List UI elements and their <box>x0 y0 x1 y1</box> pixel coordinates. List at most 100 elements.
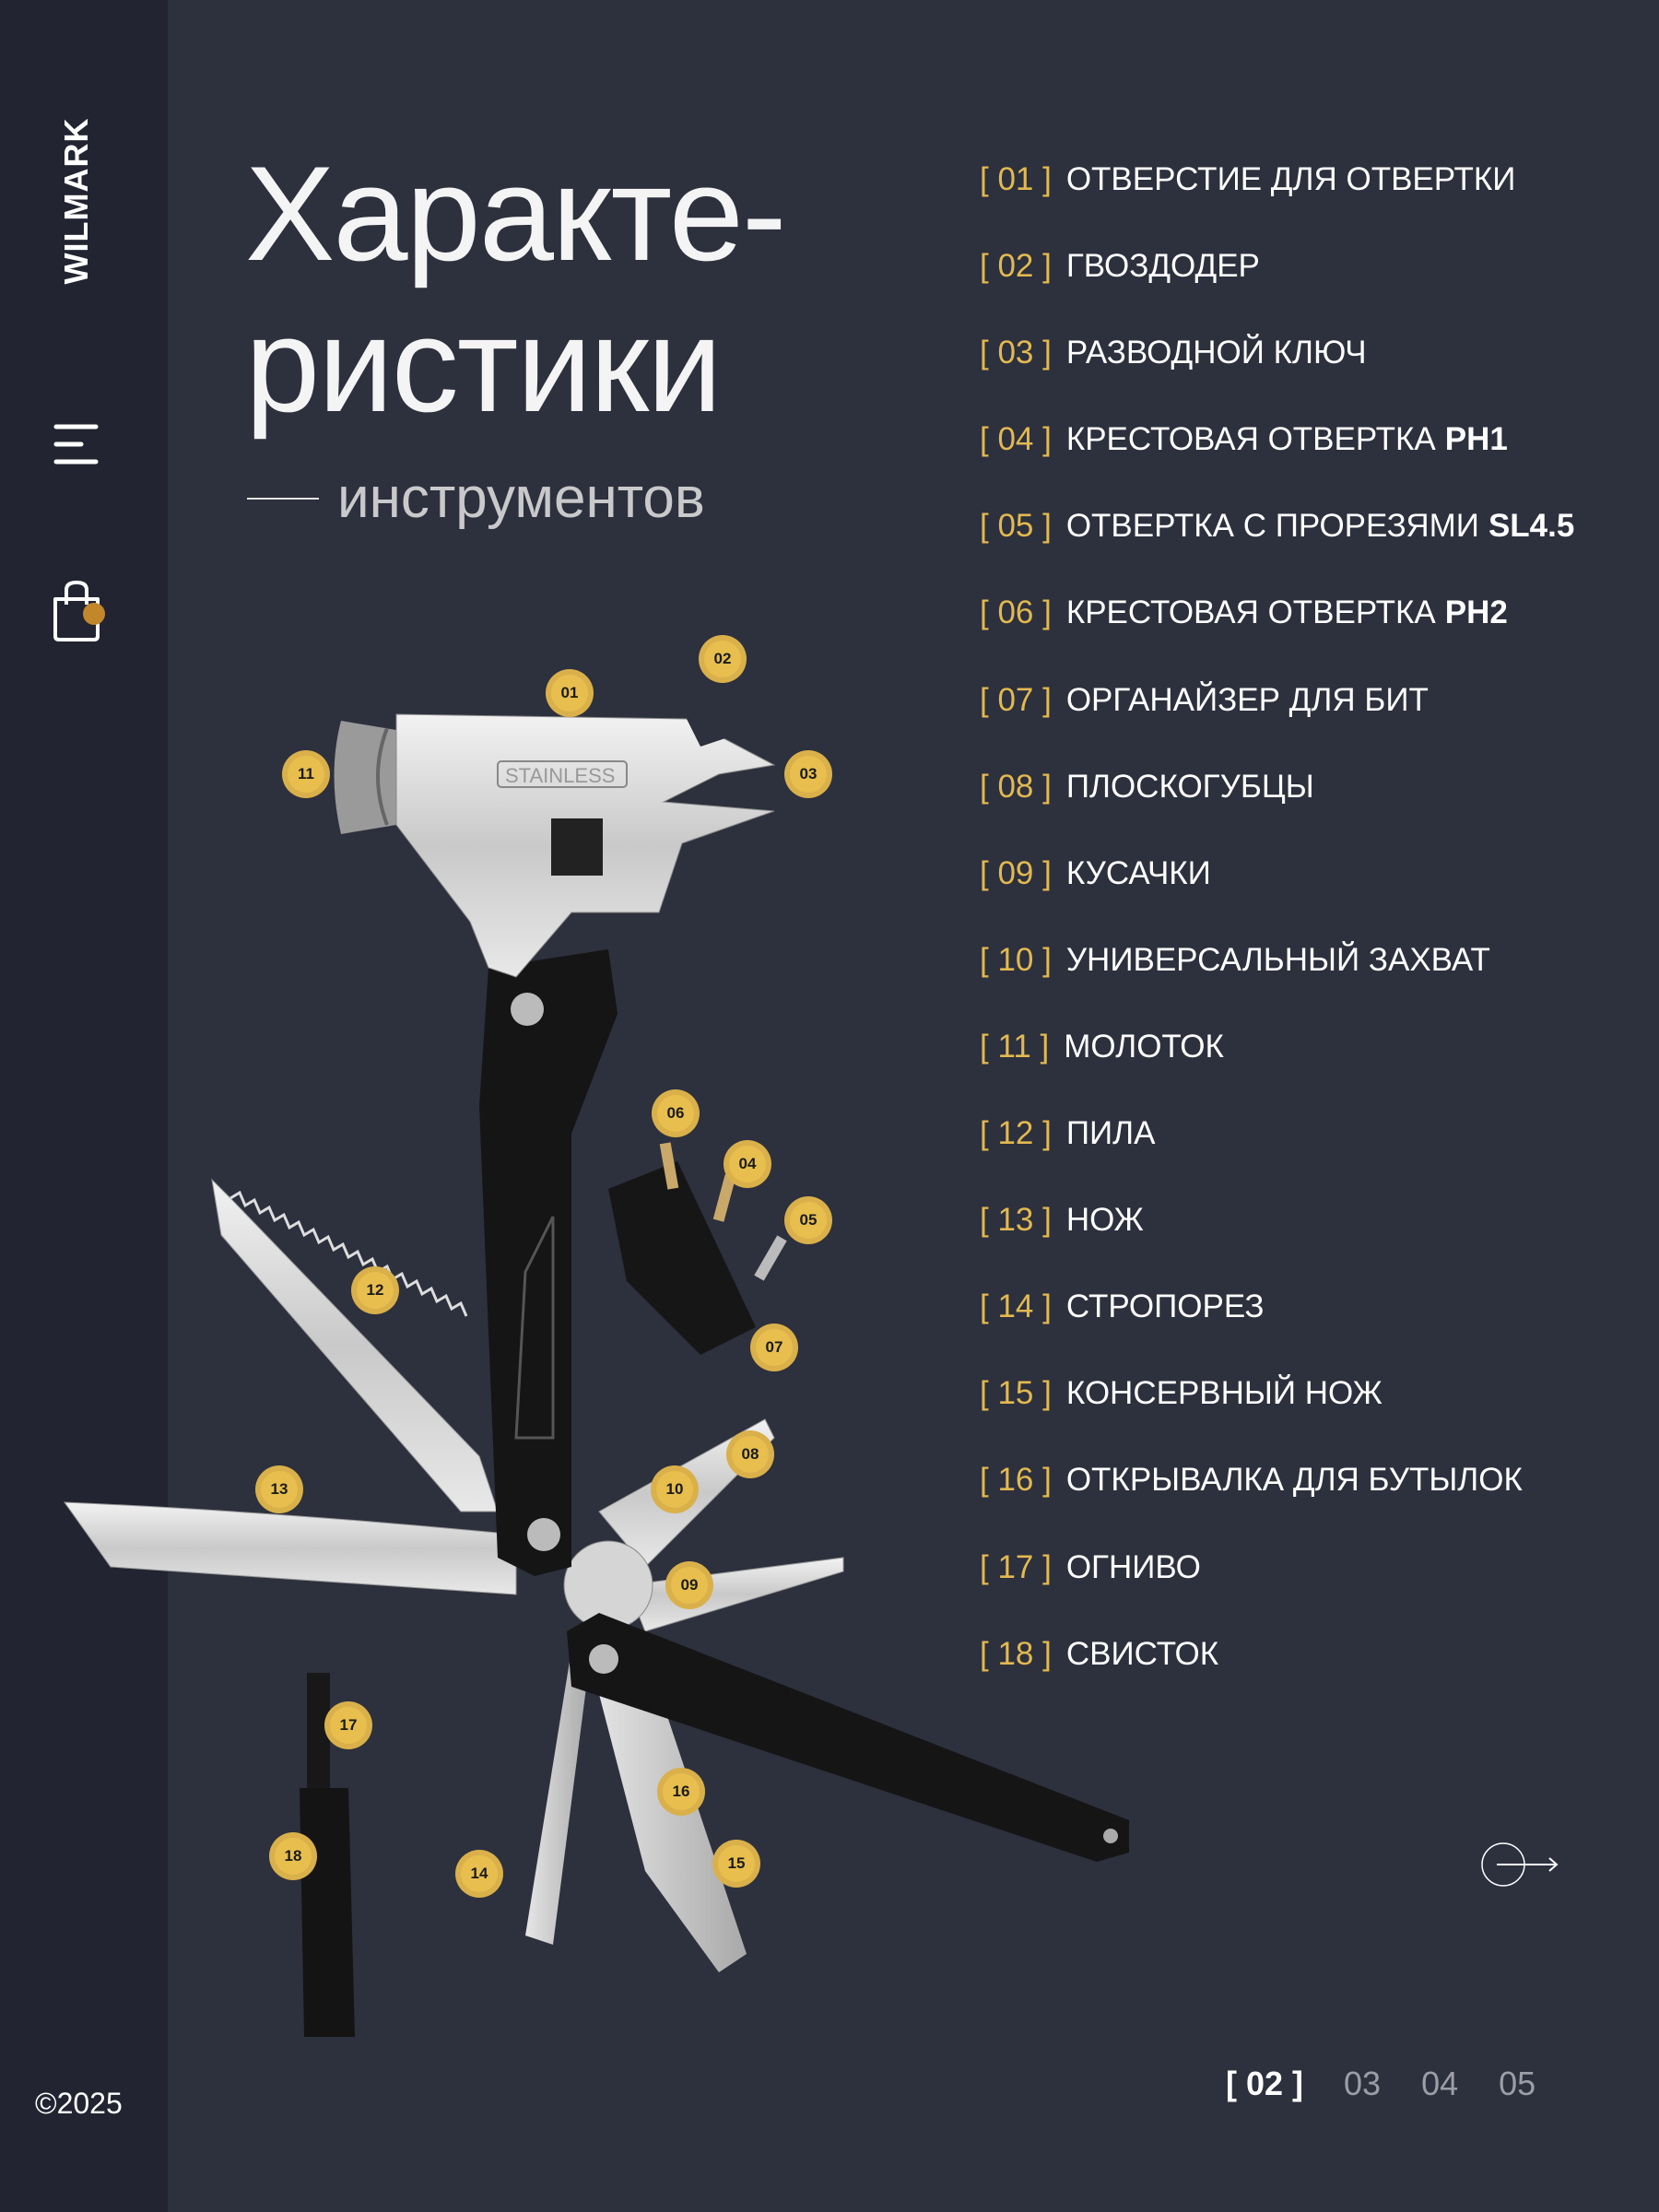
feature-item: [ 10 ] УНИВЕРСАЛЬНЫЙ ЗАХВАТ <box>980 942 1574 1029</box>
feature-label: ПЛОСКОГУБЦЫ <box>1065 768 1314 805</box>
page-05[interactable]: 05 <box>1499 2065 1536 2102</box>
marker-badge[interactable]: 07 <box>756 1329 793 1366</box>
feature-number: [ 07 ] <box>980 681 1052 718</box>
marker-badge[interactable]: 16 <box>663 1773 700 1810</box>
feature-item: [ 12 ] ПИЛА <box>980 1115 1574 1202</box>
strap-cutter <box>525 1650 590 1945</box>
marker-badge[interactable]: 18 <box>275 1838 312 1875</box>
feature-number: [ 13 ] <box>980 1202 1052 1239</box>
feature-number: [ 11 ] <box>980 1028 1050 1065</box>
hammer-face <box>334 721 396 834</box>
feature-label: УНИВЕРСАЛЬНЫЙ ЗАХВАТ <box>1065 941 1490 978</box>
feature-item: [ 15 ]КОНСЕРВНЫЙ НОЖ <box>980 1375 1574 1462</box>
marker-badge[interactable]: 04 <box>729 1146 766 1182</box>
feature-item: [ 17 ] ОГНИВО <box>980 1549 1574 1636</box>
title-line-2: ристики <box>245 289 723 440</box>
pagination: [ 02 ] 03 04 05 <box>1226 2065 1576 2103</box>
title-line-1: Характе- <box>245 138 787 288</box>
fire-starter <box>307 1673 330 1793</box>
feature-spec: PH2 <box>1444 594 1508 631</box>
page-02[interactable]: [ 02 ] <box>1226 2065 1304 2102</box>
feature-number: [ 01 ] <box>980 161 1052 197</box>
marker-badge[interactable]: 01 <box>551 675 588 712</box>
marker-badge[interactable]: 10 <box>656 1471 693 1508</box>
page-subtitle: инструментов <box>247 465 705 531</box>
feature-item: [ 01 ] ОТВЕРСТИЕ ДЛЯ ОТВЕРТКИ <box>980 161 1574 248</box>
feature-item: [ 03 ] РАЗВОДНОЙ КЛЮЧ <box>980 335 1574 421</box>
feature-number: [ 03 ] <box>980 335 1052 371</box>
page-04[interactable]: 04 <box>1421 2065 1459 2102</box>
copyright: ©2025 <box>35 2087 123 2120</box>
feature-number: [ 14 ] <box>980 1288 1052 1325</box>
feature-label: ОТВЕРСТИЕ ДЛЯ ОТВЕРТКИ <box>1065 161 1516 197</box>
feature-number: [ 16 ] <box>980 1462 1052 1499</box>
feature-label: ПИЛА <box>1065 1115 1156 1152</box>
marker-badge[interactable]: 09 <box>671 1567 708 1604</box>
feature-number: [ 18 ] <box>980 1635 1052 1672</box>
feature-label: ГВОЗДОДЕР <box>1065 248 1260 285</box>
feature-item: [ 18 ] СВИСТОК <box>980 1636 1574 1723</box>
marker-badge[interactable]: 05 <box>790 1202 827 1239</box>
marker-badge[interactable]: 13 <box>261 1471 298 1508</box>
marker-badge[interactable]: 12 <box>357 1272 394 1309</box>
feature-number: [ 08 ] <box>980 768 1052 805</box>
feature-label: МОЛОТОК <box>1064 1028 1224 1065</box>
feature-number: [ 04 ] <box>980 421 1052 458</box>
feature-number: [ 05 ] <box>980 508 1052 545</box>
feature-spec: SL4.5 <box>1488 508 1575 545</box>
feature-number: [ 10 ] <box>980 941 1052 978</box>
subtitle-dash <box>247 497 319 500</box>
feature-number: [ 15 ] <box>980 1375 1052 1412</box>
whistle <box>300 1788 355 2037</box>
next-arrow-button[interactable] <box>1481 1841 1559 1888</box>
page-03[interactable]: 03 <box>1344 2065 1382 2102</box>
feature-item: [ 02 ]ГВОЗДОДЕР <box>980 248 1574 335</box>
marker-badge[interactable]: 08 <box>732 1436 769 1473</box>
knife-blade <box>63 1501 517 1595</box>
bit-organizer <box>608 1161 756 1355</box>
can-opener <box>590 1650 747 1972</box>
feature-item: [ 11 ] МОЛОТОК <box>980 1029 1574 1115</box>
cart-icon[interactable] <box>50 579 109 643</box>
marker-badge[interactable]: 17 <box>330 1707 367 1744</box>
sidebar: WILMARK ©2025 <box>0 0 168 2212</box>
marker-badge[interactable]: 11 <box>288 756 324 793</box>
marker-badge[interactable]: 02 <box>704 641 741 677</box>
feature-label: СВИСТОК <box>1065 1635 1219 1672</box>
feature-label: КРЕСТОВАЯ ОТВЕРТКА <box>1065 594 1436 631</box>
feature-number: [ 12 ] <box>980 1115 1052 1152</box>
feature-label: КРЕСТОВАЯ ОТВЕРТКА <box>1065 421 1436 458</box>
feature-label: ОГНИВО <box>1065 1548 1201 1585</box>
feature-item: [ 07 ] ОРГАНАЙЗЕР ДЛЯ БИТ <box>980 682 1574 769</box>
feature-item: [ 16 ] ОТКРЫВАЛКА ДЛЯ БУТЫЛОК <box>980 1462 1574 1548</box>
lower-handle <box>567 1613 1129 1862</box>
marker-badge[interactable]: 06 <box>657 1095 694 1132</box>
upper-handle <box>479 949 618 1576</box>
stainless-engraving: STAINLESS <box>505 764 615 787</box>
feature-label: РАЗВОДНОЙ КЛЮЧ <box>1065 335 1367 371</box>
page-title: Характе-ристики <box>245 138 787 441</box>
feature-label: ОРГАНАЙЗЕР ДЛЯ БИТ <box>1065 681 1429 718</box>
feature-label: ОТВЕРТКА С ПРОРЕЗЯМИ <box>1065 508 1479 545</box>
saw-blade <box>211 1178 499 1512</box>
feature-item: [ 09 ] КУСАЧКИ <box>980 855 1574 942</box>
feature-number: [ 06 ] <box>980 594 1052 631</box>
feature-item: [ 08 ] ПЛОСКОГУБЦЫ <box>980 769 1574 855</box>
feature-number: [ 17 ] <box>980 1548 1052 1585</box>
feature-number: [ 09 ] <box>980 854 1052 891</box>
menu-icon[interactable] <box>53 422 100 466</box>
marker-badge[interactable]: 03 <box>790 756 827 793</box>
marker-badge[interactable]: 15 <box>718 1845 755 1882</box>
marker-badge[interactable]: 14 <box>461 1855 498 1892</box>
pliers-jaw-lower <box>626 1557 844 1632</box>
feature-item: [ 14 ]СТРОПОРЕЗ <box>980 1288 1574 1375</box>
feature-label: КУСАЧКИ <box>1065 854 1211 891</box>
feature-label: ОТКРЫВАЛКА ДЛЯ БУТЫЛОК <box>1065 1462 1523 1499</box>
feature-label: НОЖ <box>1065 1202 1144 1239</box>
feature-list: [ 01 ] ОТВЕРСТИЕ ДЛЯ ОТВЕРТКИ [ 02 ]ГВОЗДО… <box>980 161 1574 1723</box>
feature-spec: PH1 <box>1444 421 1508 458</box>
